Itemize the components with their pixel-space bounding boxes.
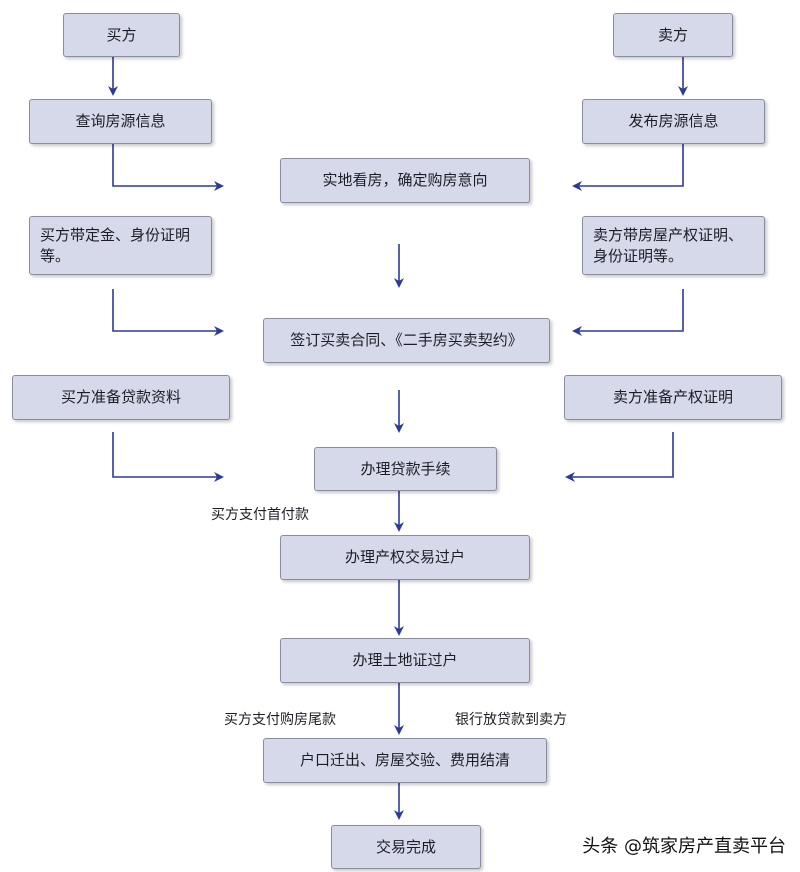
node-buyer: 买方 <box>63 13 180 57</box>
label-bank-release: 银行放贷款到卖方 <box>455 712 567 728</box>
label-final-payment: 买方支付购房尾款 <box>224 712 336 728</box>
watermark: 头条 @筑家房产直卖平台 <box>582 836 786 857</box>
label-down-payment: 买方支付首付款 <box>211 507 309 523</box>
node-land-transfer: 办理土地证过户 <box>280 638 530 683</box>
node-buyer-loan-docs: 买方准备贷款资料 <box>12 375 230 420</box>
node-seller-title-docs: 卖方准备产权证明 <box>564 375 782 420</box>
arrow-buyerdocs-to-sign <box>112 289 224 336</box>
node-settlement: 户口迁出、房屋交验、费用结清 <box>263 738 547 783</box>
node-buyer-search: 查询房源信息 <box>29 99 212 144</box>
node-buyer-docs: 买方带定金、身份证明等。 <box>29 216 212 275</box>
arrow-sellerdocs-to-sign <box>572 289 684 336</box>
node-sign-contract: 签订买卖合同、《二手房买卖契约》 <box>263 318 550 363</box>
node-complete: 交易完成 <box>331 825 481 869</box>
node-loan-procedure: 办理贷款手续 <box>314 447 497 491</box>
arrow-publish-to-view <box>572 144 684 191</box>
node-seller: 卖方 <box>613 13 733 57</box>
node-seller-docs: 卖方带房屋产权证明、身份证明等。 <box>582 216 765 275</box>
node-title-transfer: 办理产权交易过户 <box>280 535 530 580</box>
arrow-buyerloan-to-loan <box>112 432 224 482</box>
arrow-search-to-view <box>112 144 224 191</box>
arrow-sellertitle-to-loan <box>565 432 674 482</box>
node-seller-publish: 发布房源信息 <box>582 99 765 144</box>
node-view-house: 实地看房，确定购房意向 <box>280 158 530 203</box>
